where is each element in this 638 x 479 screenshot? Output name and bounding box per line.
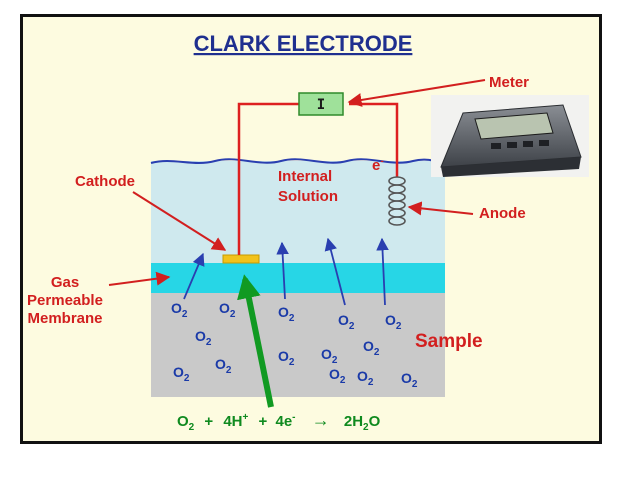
gas-permeable-membrane [151, 263, 445, 293]
meter-arrow [347, 79, 486, 107]
internal-solution-label-2: Solution [278, 188, 338, 205]
cathode-wire [237, 102, 315, 255]
o2-molecules: O2 O2 O2 O2 O2 O2 O2 O2 O2 O2 O2 O2 O2 O… [171, 300, 418, 390]
meter-symbol: I [317, 97, 325, 113]
o2-molecule: O2 [363, 338, 380, 358]
o2-arrow [276, 241, 289, 300]
diagram-title: CLARK ELECTRODE [194, 31, 413, 56]
cathode-label: Cathode [75, 173, 135, 190]
o2-arrow [376, 237, 389, 306]
anode-label: Anode [479, 205, 526, 222]
diagram-frame: CLARK ELECTRODE I Meter Cathode Internal… [20, 14, 602, 444]
o2-molecule: O2 [321, 346, 338, 366]
o2-molecule: O2 [278, 348, 295, 368]
o2-molecule: O2 [357, 368, 374, 388]
membrane-arrow [108, 271, 171, 286]
o2-molecule: O2 [278, 304, 295, 324]
sample-region [151, 293, 445, 397]
membrane-label-3: Membrane [27, 310, 102, 327]
internal-solution-region [151, 161, 445, 263]
o2-molecule: O2 [195, 328, 212, 348]
sample-label: Sample [415, 331, 483, 352]
o2-molecule: O2 [329, 366, 346, 386]
lab-meter-photo-icon [431, 95, 589, 177]
o2-molecule: O2 [385, 312, 402, 332]
anode-wire [349, 102, 399, 177]
o2-molecule: O2 [219, 300, 236, 320]
electron-label: e- [372, 156, 384, 174]
anode-arrow [407, 201, 474, 216]
coil-icon [388, 176, 406, 226]
reaction-arrow [237, 274, 274, 408]
internal-solution-label-1: Internal [278, 168, 332, 185]
o2-diffusion-arrows [183, 237, 389, 306]
o2-molecule: O2 [338, 312, 355, 332]
solution-surface-line [150, 158, 446, 164]
cathode-arrow [132, 191, 227, 251]
o2-arrow [183, 252, 205, 300]
meter-label: Meter [489, 74, 529, 91]
cathode-plate [222, 254, 260, 264]
o2-molecule: O2 [171, 300, 188, 320]
membrane-label-2: Permeable [27, 292, 103, 309]
o2-molecule: O2 [173, 364, 190, 384]
meter-box [298, 92, 344, 116]
o2-molecule: O2 [401, 370, 418, 390]
membrane-label-1: Gas [51, 274, 79, 291]
reaction-equation: O2 + 4H+ + 4e- → 2H2O [177, 407, 381, 434]
o2-molecule: O2 [215, 356, 232, 376]
clark-electrode-diagram: CLARK ELECTRODE I Meter Cathode Internal… [27, 31, 589, 434]
o2-arrow [324, 237, 346, 306]
